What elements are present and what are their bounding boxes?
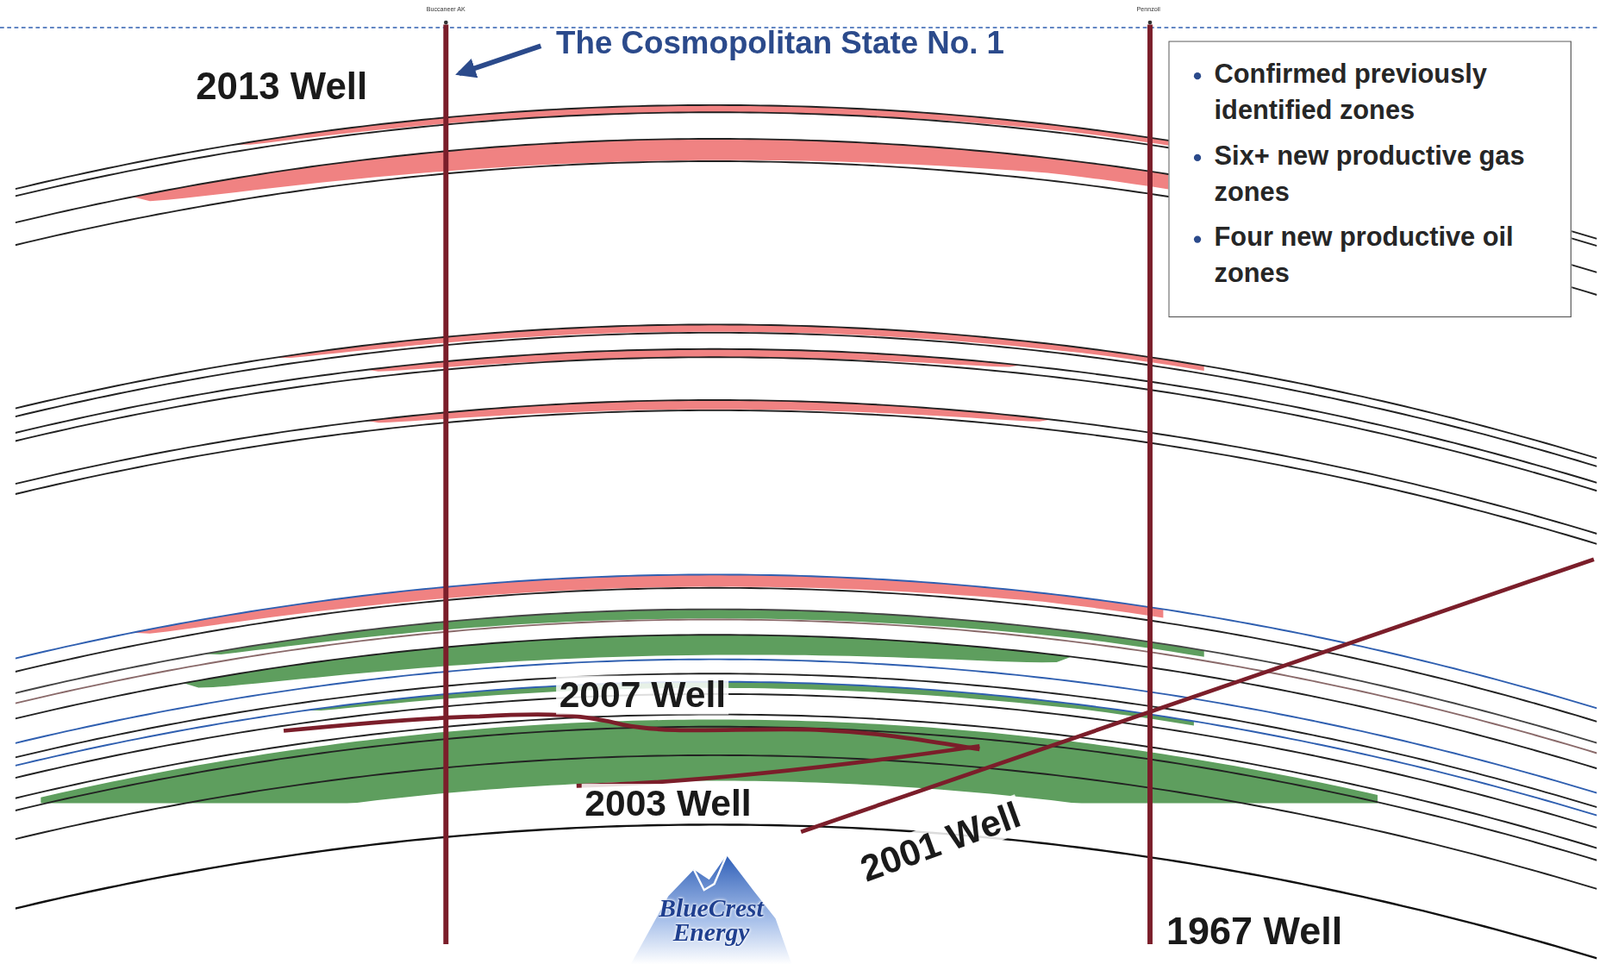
well-path-2001 xyxy=(800,559,1594,832)
horizon-line xyxy=(15,824,1598,958)
horizon-line xyxy=(15,659,1598,794)
bullet-item: Six+ new productive gas zones xyxy=(1214,137,1557,211)
logo-text: BlueCrest Energy xyxy=(634,895,788,944)
horizon-line xyxy=(15,400,1598,534)
horizon-line xyxy=(15,673,1598,807)
well-name: The Cosmopolitan State No. 1 xyxy=(556,26,1005,61)
well-label: 2001 Well xyxy=(852,793,1029,890)
pointer-arrow xyxy=(459,45,542,74)
logo xyxy=(631,855,793,964)
well-label: 2003 Well xyxy=(581,783,756,823)
well-path-2003 xyxy=(576,745,981,786)
note-box: Confirmed previously identified zonesSix… xyxy=(1168,40,1572,318)
well-header: Buccaneer AK xyxy=(426,6,466,13)
horizon-line xyxy=(15,726,1598,861)
well-path-2007 xyxy=(283,714,980,750)
well-symbol xyxy=(443,20,449,25)
horizon-line xyxy=(15,693,1598,828)
wells xyxy=(283,20,1594,944)
well-2013 xyxy=(443,24,449,944)
horizon-line xyxy=(15,634,1598,769)
bullet-item: Confirmed previously identified zones xyxy=(1214,56,1557,130)
well-label: 1967 Well xyxy=(1166,911,1343,952)
horizon-line xyxy=(15,324,1598,458)
logo-snow xyxy=(693,855,727,890)
horizon-line xyxy=(15,755,1598,889)
horizon-line xyxy=(15,349,1598,483)
well-header: Pennzoil xyxy=(1137,6,1161,13)
strata xyxy=(15,105,1598,958)
well-symbol xyxy=(1148,20,1153,25)
horizon-line xyxy=(15,609,1598,744)
well-1967 xyxy=(1147,24,1153,944)
well-label: 2007 Well xyxy=(556,675,730,715)
horizon-line xyxy=(15,587,1598,722)
logo-mountain xyxy=(631,855,793,964)
horizon-line xyxy=(15,681,1598,816)
well-label: 2013 Well xyxy=(195,67,368,107)
bullet-item: Four new productive oil zones xyxy=(1214,218,1557,293)
bullet-list: Confirmed previously identified zonesSix… xyxy=(1168,42,1570,315)
horizon-line xyxy=(15,410,1598,544)
